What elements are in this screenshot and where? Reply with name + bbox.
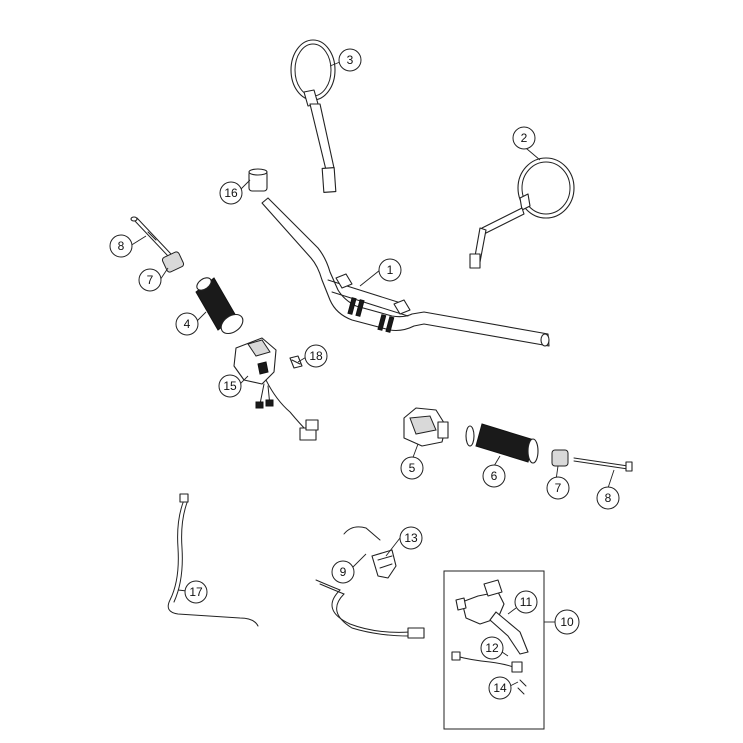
callout-8-right-label: 8 [605,491,612,505]
callout-14-label: 14 [493,681,507,695]
mirror-left-part [290,39,337,193]
callout-8-left-label: 8 [118,239,125,253]
left-grip-part [195,277,244,335]
callout-16: 16 [219,181,243,205]
callout-16-label: 16 [224,186,238,200]
callout-8-right: 8 [596,486,620,510]
callout-8-left: 8 [109,234,133,258]
callout-5: 5 [400,456,424,480]
callout-17-label: 17 [189,585,203,599]
bushing-part [248,168,268,192]
callout-9: 9 [331,560,355,584]
throttle-cable-part [167,493,259,627]
right-bolt-part [573,457,633,472]
callout-10-label: 10 [560,615,574,629]
callout-9-label: 9 [340,565,347,579]
callout-11: 11 [514,590,538,614]
right-grip-part [465,423,539,464]
callout-7-left-label: 7 [147,273,154,287]
callout-5-label: 5 [409,461,416,475]
callout-18: 18 [304,344,328,368]
callout-11-label: 11 [520,595,533,609]
left-switch-part [233,337,319,441]
callout-15: 15 [218,374,242,398]
callout-12: 12 [480,636,504,660]
callout-1-label: 1 [387,263,394,277]
callout-3-label: 3 [347,53,354,67]
left-bolt-part [130,216,172,257]
callout-13: 13 [399,526,423,550]
callout-7-right: 7 [546,476,570,500]
callout-2: 2 [512,126,536,150]
left-bar-end-weight-part [161,251,185,273]
callout-18-label: 18 [309,349,323,363]
callouts: 1 2 3 4 5 6 7 7 8 8 9 10 11 12 13 14 15 … [109,48,620,700]
callout-13-label: 13 [404,531,418,545]
clutch-fitting-group [443,570,545,730]
callout-6-label: 6 [491,469,498,483]
handlebar-part [261,197,550,347]
callout-6: 6 [482,464,506,488]
callout-1: 1 [378,258,402,282]
callout-14: 14 [488,676,512,700]
callout-15-label: 15 [223,379,237,393]
callout-2-label: 2 [521,131,528,145]
callout-4: 4 [175,312,199,336]
callout-12-label: 12 [485,641,499,655]
callout-4-label: 4 [184,317,191,331]
callout-7-right-label: 7 [555,481,562,495]
callout-7-left: 7 [138,268,162,292]
rubber-boot-part [371,549,397,579]
clip-part [289,355,303,369]
callout-10: 10 [554,609,580,635]
clutch-cable-part [315,526,425,639]
callout-3: 3 [338,48,362,72]
right-switch-part [403,407,449,447]
mirror-right-part [469,157,575,269]
right-bar-end-weight-part [551,449,569,467]
callout-17: 17 [184,580,208,604]
